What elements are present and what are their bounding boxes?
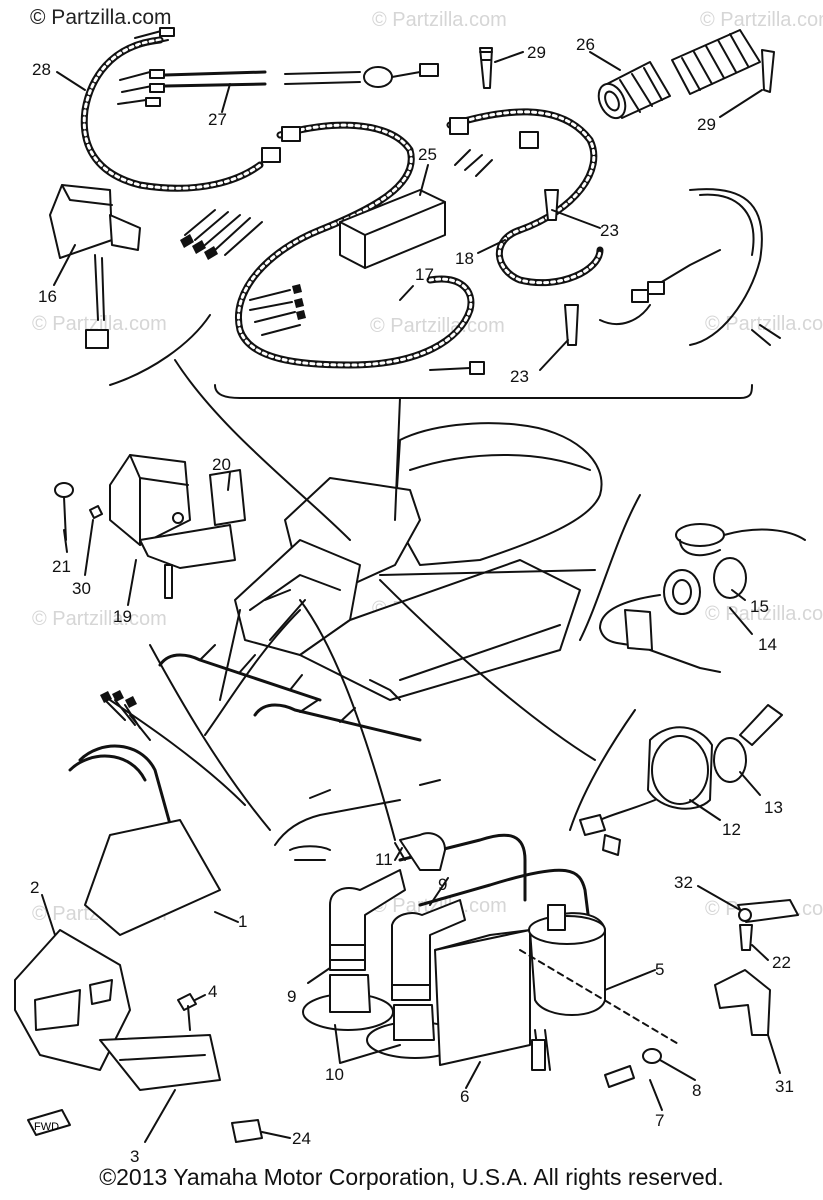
- watermark: © Partzilla.com: [700, 9, 823, 31]
- callout-18: 18: [455, 249, 474, 268]
- callout-13: 13: [764, 798, 783, 817]
- watermark: © Partzilla.com: [372, 895, 507, 917]
- lead-wire: [429, 367, 471, 371]
- bolt-7: [604, 1065, 635, 1088]
- callout-15: 15: [750, 597, 769, 616]
- connector: [469, 361, 485, 375]
- watermark: © Partzilla.com: [32, 608, 167, 630]
- ignition-switch-12: [579, 726, 713, 856]
- relay-16: [49, 184, 141, 349]
- callout-32: 32: [674, 873, 693, 892]
- nut-30: [89, 505, 103, 519]
- control-box-25: [339, 189, 446, 269]
- callout-21: 21: [52, 557, 71, 576]
- watermark: © Partzilla.com: [705, 313, 823, 335]
- callout-20: 20: [212, 455, 231, 474]
- watermark: © Partzilla.com: [32, 313, 167, 335]
- callout-14: 14: [758, 635, 777, 654]
- callout-27: 27: [208, 110, 227, 129]
- callout-7: 7: [655, 1111, 664, 1130]
- harness-18: [446, 108, 604, 287]
- callout-16: 16: [38, 287, 57, 306]
- leader-line: [394, 397, 401, 521]
- fwd-arrow: FWD: [27, 1109, 71, 1136]
- callout-17: 17: [415, 265, 434, 284]
- callout-10: 10: [325, 1065, 344, 1084]
- switch-14-15: [599, 523, 806, 673]
- callout-19: 19: [113, 607, 132, 626]
- fwd-label: FWD: [34, 1121, 59, 1133]
- callout-23b: 23: [510, 367, 529, 386]
- callout-29b: 29: [697, 115, 716, 134]
- callout-26: 26: [576, 35, 595, 54]
- washer-8: [642, 1048, 662, 1064]
- leader-line: [204, 609, 301, 736]
- group-bracket: [579, 494, 641, 641]
- leader-line: [379, 569, 596, 576]
- connector-32: [737, 899, 799, 923]
- rectifier-19: [109, 454, 236, 599]
- screw-4: [177, 993, 197, 1031]
- callout-9a: 9: [287, 987, 296, 1006]
- callout-30: 30: [72, 579, 91, 598]
- callout-22: 22: [772, 953, 791, 972]
- callout-24: 24: [292, 1129, 311, 1148]
- bracket-line: [219, 589, 291, 701]
- watermark: © Partzilla.com: [370, 315, 505, 337]
- group-bracket: [109, 699, 246, 806]
- cover-2: [14, 929, 221, 1091]
- callout-12: 12: [722, 820, 741, 839]
- main-harness-17: [235, 121, 475, 369]
- leader-line: [174, 359, 351, 541]
- copyright-notice: ©2013 Yamaha Motor Corporation, U.S.A. A…: [99, 1164, 724, 1190]
- snowmobile-body: [158, 422, 603, 742]
- callout-11: 11: [375, 850, 393, 869]
- group-bracket: [214, 384, 753, 399]
- screw-22: [739, 924, 753, 951]
- callout-25: 25: [418, 145, 437, 164]
- callout-leaders: [41, 51, 781, 1143]
- group-bracket: [569, 709, 636, 831]
- callout-6: 6: [460, 1087, 469, 1106]
- callout-28: 28: [32, 60, 51, 79]
- bolt-21: [54, 482, 74, 541]
- connector-bank: [180, 209, 263, 260]
- callout-9b: 9: [438, 875, 447, 894]
- callout-8: 8: [692, 1081, 701, 1100]
- watermark-main: © Partzilla.com: [30, 6, 172, 29]
- callout-2: 2: [30, 878, 39, 897]
- ignition-key-13: [713, 704, 783, 783]
- bracket-20: [209, 469, 246, 526]
- grip-warmer-26: [597, 29, 775, 120]
- watermark: © Partzilla.com: [372, 9, 507, 31]
- callout-3: 3: [130, 1147, 139, 1166]
- group-bracket: [109, 314, 211, 386]
- group-bracket: [274, 799, 401, 846]
- clamp-11: [394, 832, 446, 871]
- bracket-31: [714, 969, 771, 1036]
- callout-31: 31: [775, 1077, 794, 1096]
- harness-right: [564, 188, 781, 346]
- cable-27: [163, 63, 439, 88]
- ignition-coil-group: [289, 779, 681, 1071]
- watermark: © Partzilla.com: [705, 603, 823, 625]
- cdi-unit-1: [68, 690, 221, 936]
- connector-24: [231, 1119, 263, 1143]
- callout-5: 5: [655, 960, 664, 979]
- wire-harness-28: [80, 27, 264, 192]
- callout-1: 1: [238, 912, 247, 931]
- group-bracket: [149, 644, 271, 831]
- leader-line: [379, 579, 596, 761]
- callout-29a: 29: [527, 43, 546, 62]
- leader-line: [299, 599, 396, 841]
- callout-23a: 23: [600, 221, 619, 240]
- clip-29-top: [479, 47, 493, 89]
- callout-4: 4: [208, 982, 217, 1001]
